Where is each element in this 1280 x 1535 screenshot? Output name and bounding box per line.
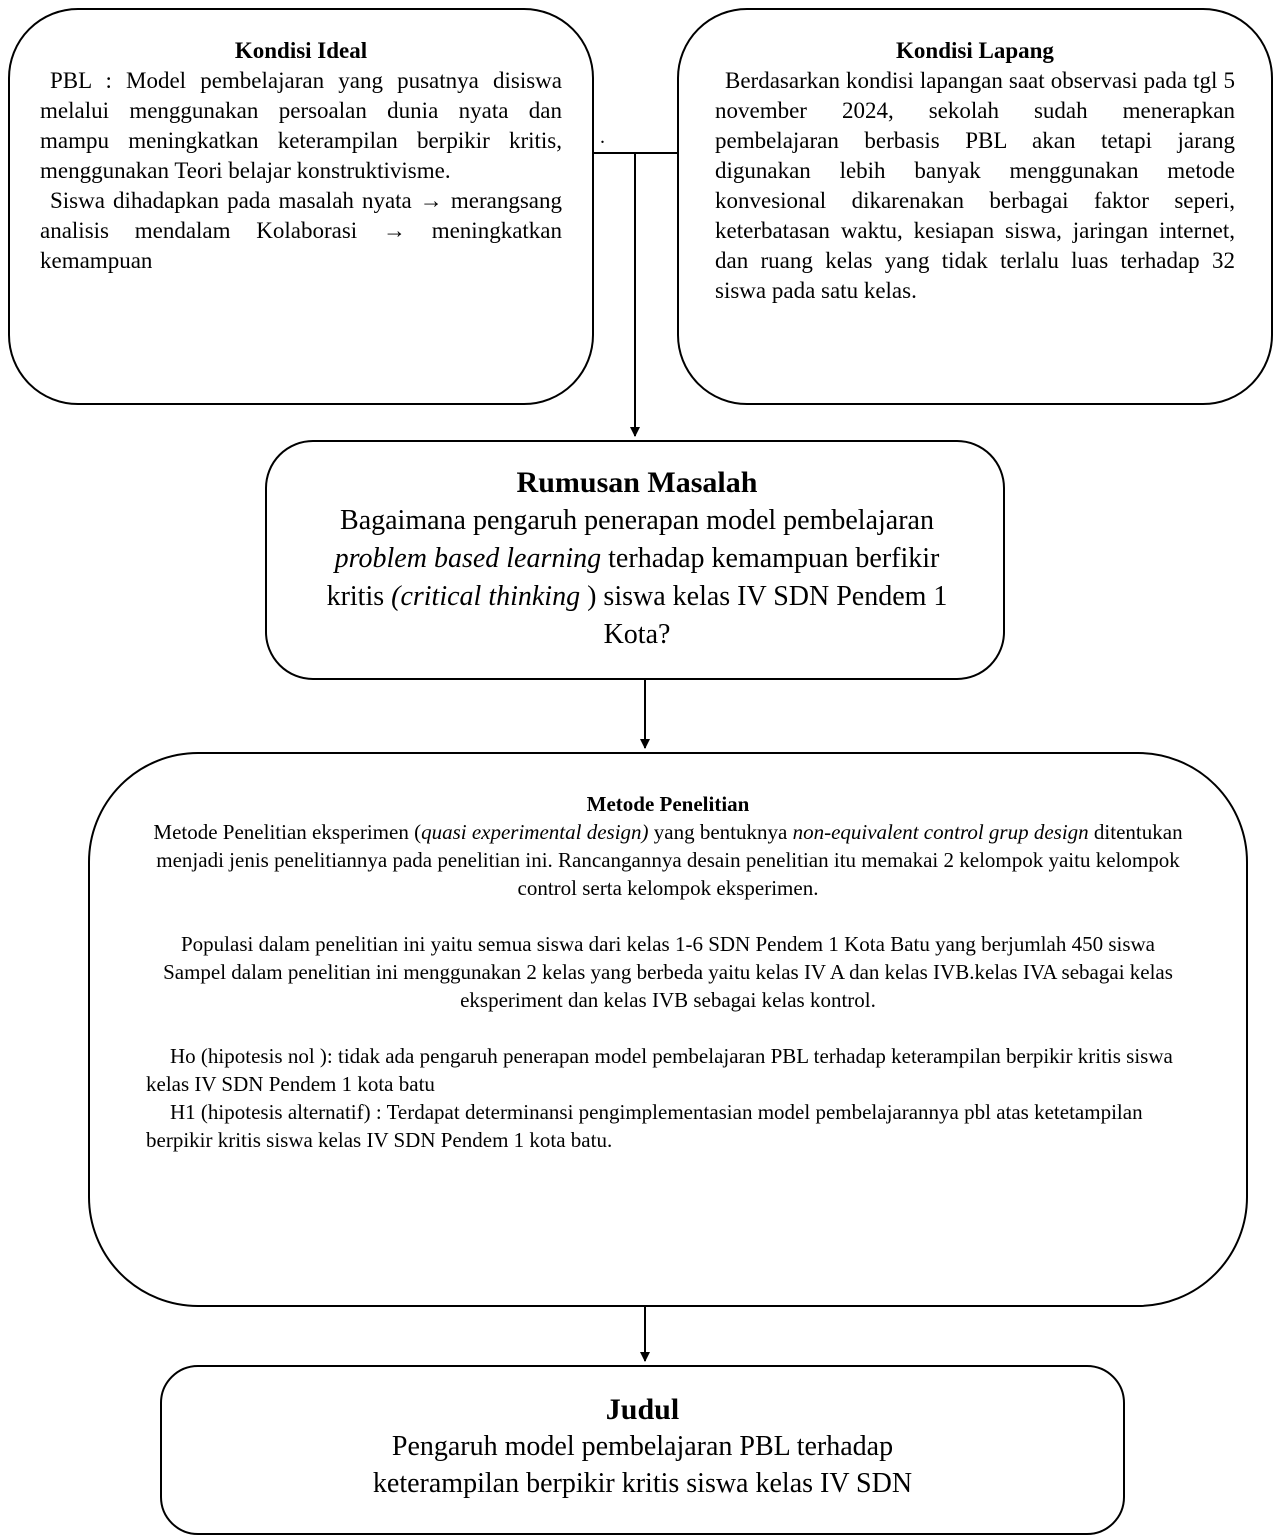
kondisi-ideal-box: Kondisi Ideal PBL : Model pembelajaran y… <box>8 8 594 405</box>
metode-penelitian-title: Metode Penelitian <box>586 792 750 816</box>
metode-text-italic-1: quasi experimental design) <box>421 820 649 844</box>
kondisi-ideal-text-2: Siswa dihadapkan pada masalah nyata → me… <box>40 188 562 273</box>
rumusan-text-part-3: ) siswa kelas IV SDN Pendem 1 Kota? <box>580 581 948 650</box>
metode-text-part-2: yang bentuknya <box>648 820 793 844</box>
kondisi-ideal-text-1: PBL : Model pembelajaran yang pusatnya d… <box>40 68 562 183</box>
populasi-paragraph: Populasi dalam penelitian ini yaitu semu… <box>181 932 1155 956</box>
metode-text-part-3: ditentukan menjadi jenis penelitiannya p… <box>156 820 1183 900</box>
kondisi-lapang-text: Berdasarkan kondisi lapangan saat observ… <box>715 68 1235 303</box>
rumusan-masalah-box: Rumusan Masalah Bagaimana pengaruh pener… <box>265 440 1005 680</box>
metode-design-paragraph: Metode Penelitian eksperimen (quasi expe… <box>146 818 1190 902</box>
rumusan-text-italic-1: problem based learning <box>334 543 602 574</box>
kondisi-lapang-title: Kondisi Lapang <box>896 38 1054 63</box>
sampel-paragraph: Sampel dalam penelitian ini menggunakan … <box>163 960 1173 1012</box>
hipotesis-alternatif-paragraph: H1 (hipotesis alternatif) : Terdapat det… <box>146 1100 1143 1152</box>
judul-text: Pengaruh model pembelajaran PBL terhadap… <box>372 1431 913 1499</box>
rumusan-masalah-text: Bagaimana pengaruh penerapan model pembe… <box>307 502 967 654</box>
kondisi-lapang-box: Kondisi Lapang Berdasarkan kondisi lapan… <box>677 8 1273 405</box>
rumusan-masalah-title: Rumusan Masalah <box>516 466 758 499</box>
rumusan-text-part-1: Bagaimana pengaruh penerapan model pembe… <box>340 505 934 536</box>
separator-mark: . <box>600 126 605 148</box>
kondisi-ideal-title: Kondisi Ideal <box>234 38 368 63</box>
hipotesis-nol-paragraph: Ho (hipotesis nol ): tidak ada pengaruh … <box>146 1044 1173 1096</box>
judul-title: Judul <box>605 1393 680 1426</box>
rumusan-text-part-2: terhadap kemampuan berfikir kritis <box>326 543 940 612</box>
metode-text-italic-2: non-equivalent control grup design <box>792 820 1089 844</box>
rumusan-text-italic-2: (critical thinking <box>391 581 581 612</box>
judul-box: Judul Pengaruh model pembelajaran PBL te… <box>160 1365 1125 1535</box>
metode-text-part-1: Metode Penelitian eksperimen ( <box>153 820 422 844</box>
metode-penelitian-box: Metode Penelitian Metode Penelitian eksp… <box>88 752 1248 1307</box>
